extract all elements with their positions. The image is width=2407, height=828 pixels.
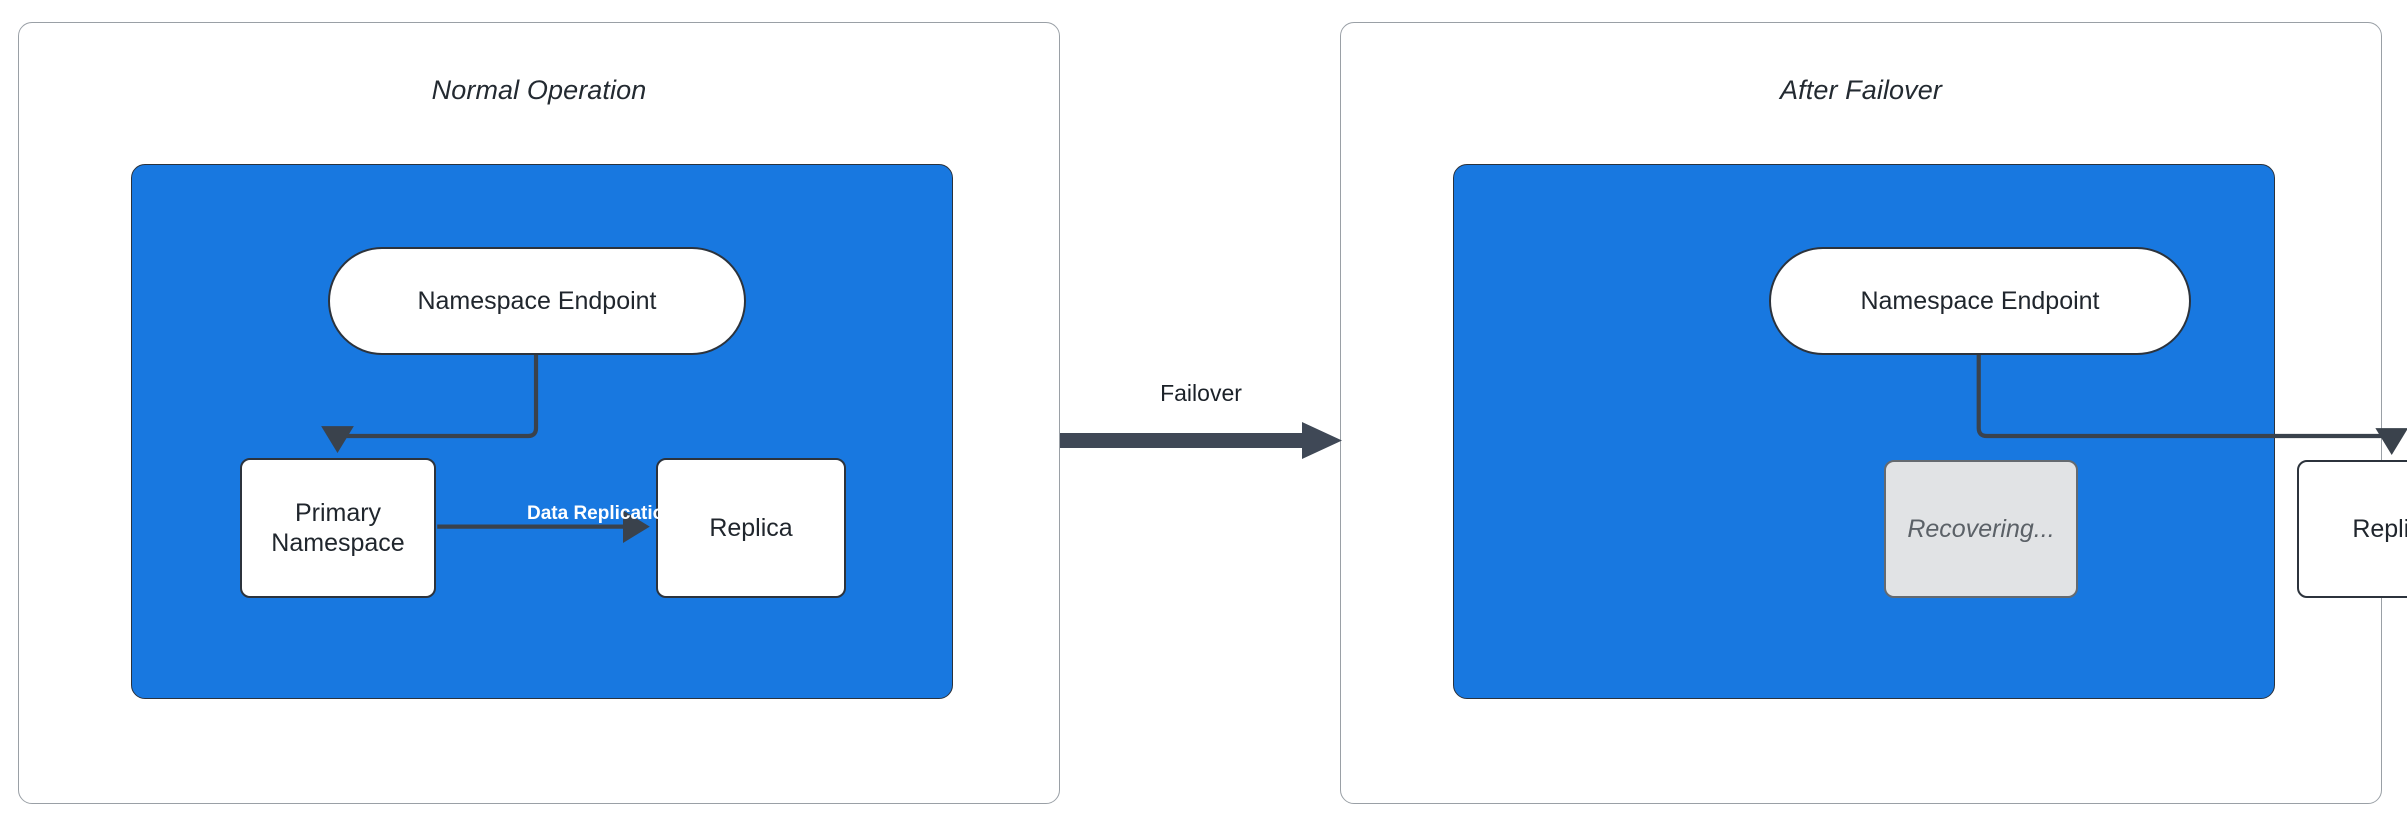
panel-title-after-failover: After Failover — [1780, 75, 1942, 105]
node-label: Replica — [2352, 514, 2407, 543]
connector-data-replication — [437, 510, 650, 543]
node-namespace-endpoint-failover[interactable]: Namespace Endpoint — [1769, 247, 2191, 355]
node-namespace-endpoint-normal[interactable]: Namespace Endpoint — [328, 247, 746, 355]
node-label-line1: Primary — [294, 498, 382, 527]
node-label: Namespace Endpoint — [1860, 286, 2100, 315]
node-label-line2: Namespace — [271, 529, 405, 557]
node-recovering[interactable]: Recovering... — [1884, 460, 2078, 598]
node-primary-namespace[interactable]: Primary Namespace — [240, 458, 436, 598]
zone-blue-after-failover: Namespace Endpoint Recovering... Replica — [1453, 164, 2407, 699]
panel-normal-operation: Normal Operation — [18, 22, 1060, 804]
panel-title-normal-operation: Normal Operation — [431, 75, 647, 105]
failover-label: Failover — [1160, 380, 1242, 406]
node-replica-failover[interactable]: Replica — [2297, 460, 2407, 598]
node-label: Namespace Endpoint — [417, 286, 657, 315]
edge-label-data-replication: Data Replication — [527, 503, 676, 524]
node-replica-normal[interactable]: Replica — [656, 458, 846, 598]
failover-arrow-icon — [1060, 422, 1342, 459]
node-label: Primary Namespace — [271, 498, 404, 559]
node-label: Recovering... — [1907, 514, 2055, 543]
failover-transition: Failover — [1060, 380, 1342, 490]
panel-after-failover: After Failover Namespace Endpoint Recove… — [1340, 22, 2407, 804]
node-label: Replica — [709, 513, 793, 542]
zone-blue-normal-operation: Namespace Endpoint Primary Namespace Rep… — [131, 164, 953, 699]
connector-endpoint-to-replica — [1976, 354, 2407, 455]
connector-endpoint-to-primary-namespace — [321, 354, 539, 453]
